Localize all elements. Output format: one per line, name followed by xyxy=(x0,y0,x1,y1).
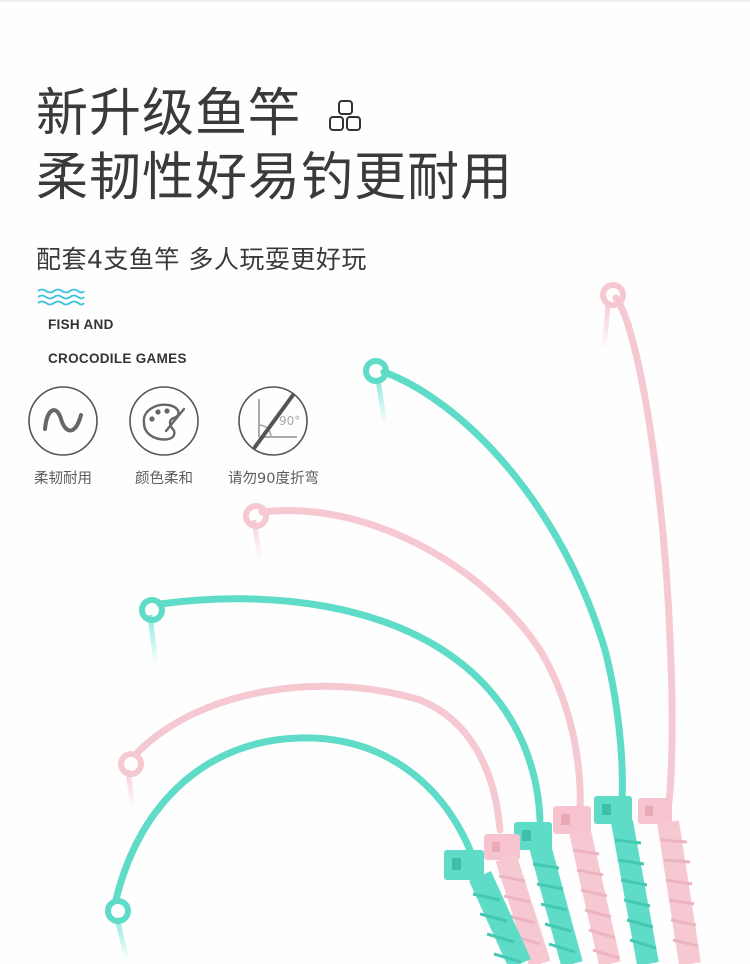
rod-teal-5 xyxy=(363,358,659,964)
rod-pink-4 xyxy=(243,503,621,964)
feature-flexible: 柔韧耐用 xyxy=(18,385,108,488)
feature-soft-colors: 颜色柔和 xyxy=(119,385,209,488)
headline-line-2: 柔韧性好易钓更耐用 xyxy=(36,148,514,208)
english-title-line-2: CROCODILE GAMES xyxy=(48,351,187,366)
rod-teal-1 xyxy=(105,734,531,964)
rod-teal-3 xyxy=(139,595,583,964)
feature-label: 柔韧耐用 xyxy=(34,471,92,487)
top-border xyxy=(0,0,750,2)
feature-label: 请勿90度折弯 xyxy=(228,471,319,487)
palette-icon xyxy=(129,386,199,456)
headline-line-1: 新升级鱼竿 xyxy=(36,84,302,144)
subheadline: 配套4支鱼竿 多人玩耍更好玩 xyxy=(36,245,367,274)
no-bend-90-icon: 90° xyxy=(238,386,308,456)
feature-label: 颜色柔和 xyxy=(135,471,193,487)
rod-pink-2 xyxy=(118,682,551,964)
waves-icon xyxy=(37,288,85,306)
svg-text:90°: 90° xyxy=(279,414,300,428)
rod-pink-6 xyxy=(600,282,701,964)
wave-sine-icon xyxy=(28,386,98,456)
english-title-line-1: FISH AND xyxy=(48,317,114,332)
feature-no-bend: 90° 请勿90度折弯 xyxy=(228,385,319,488)
blocks-icon xyxy=(329,100,361,131)
